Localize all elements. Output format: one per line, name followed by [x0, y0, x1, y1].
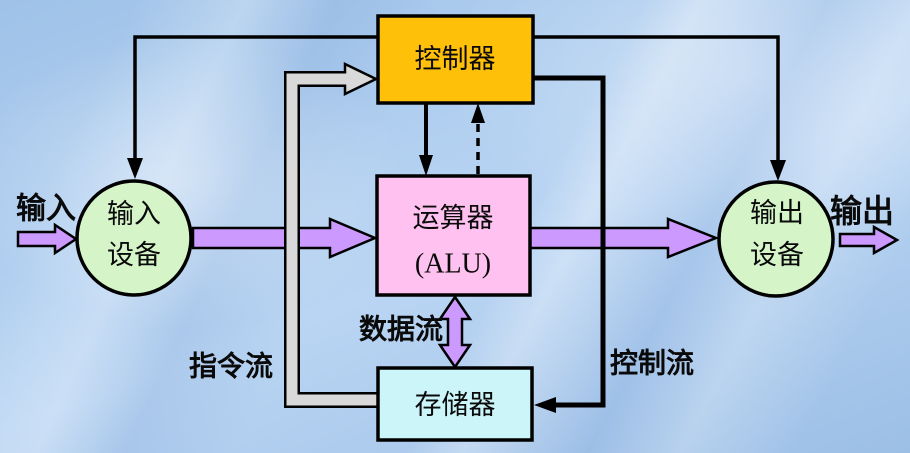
- controller-label: 控制器: [414, 44, 496, 75]
- control-flow-line: [533, 75, 606, 413]
- alu-to-output-arrow: [528, 217, 720, 259]
- controller-box: [376, 14, 535, 105]
- instruction-flow-arrow: [284, 62, 379, 408]
- controller-to-input-line: [127, 35, 378, 179]
- output-device-circle: [717, 180, 835, 298]
- data-flow-label: 数据流: [358, 314, 444, 346]
- memory-box: [376, 366, 534, 442]
- controller-to-output-line: [533, 35, 786, 181]
- output-device-label-line1: 输出: [750, 198, 804, 229]
- input-external-label: 输入: [16, 192, 76, 226]
- controller-to-alu-arrow: [419, 103, 433, 176]
- input-device-circle: [75, 179, 193, 297]
- output-external-arrow: [838, 224, 900, 256]
- output-device-label-line2: 设备: [750, 240, 804, 271]
- alu-to-controller-dashed-arrow: [471, 103, 485, 174]
- instruction-flow-label: 指令流: [188, 351, 274, 383]
- output-external-label: 输出: [829, 193, 895, 229]
- data-flow-double-arrow: [437, 294, 473, 370]
- input-device-label-line2: 设备: [107, 240, 161, 271]
- alu-sublabel: (ALU): [414, 248, 492, 280]
- alu-label: 运算器: [412, 203, 494, 234]
- input-external-arrow: [16, 222, 79, 256]
- input-device-label-line1: 输入: [107, 199, 161, 230]
- alu-box: [375, 174, 532, 297]
- control-flow-label: 控制流: [609, 348, 695, 380]
- memory-label: 存储器: [414, 390, 496, 421]
